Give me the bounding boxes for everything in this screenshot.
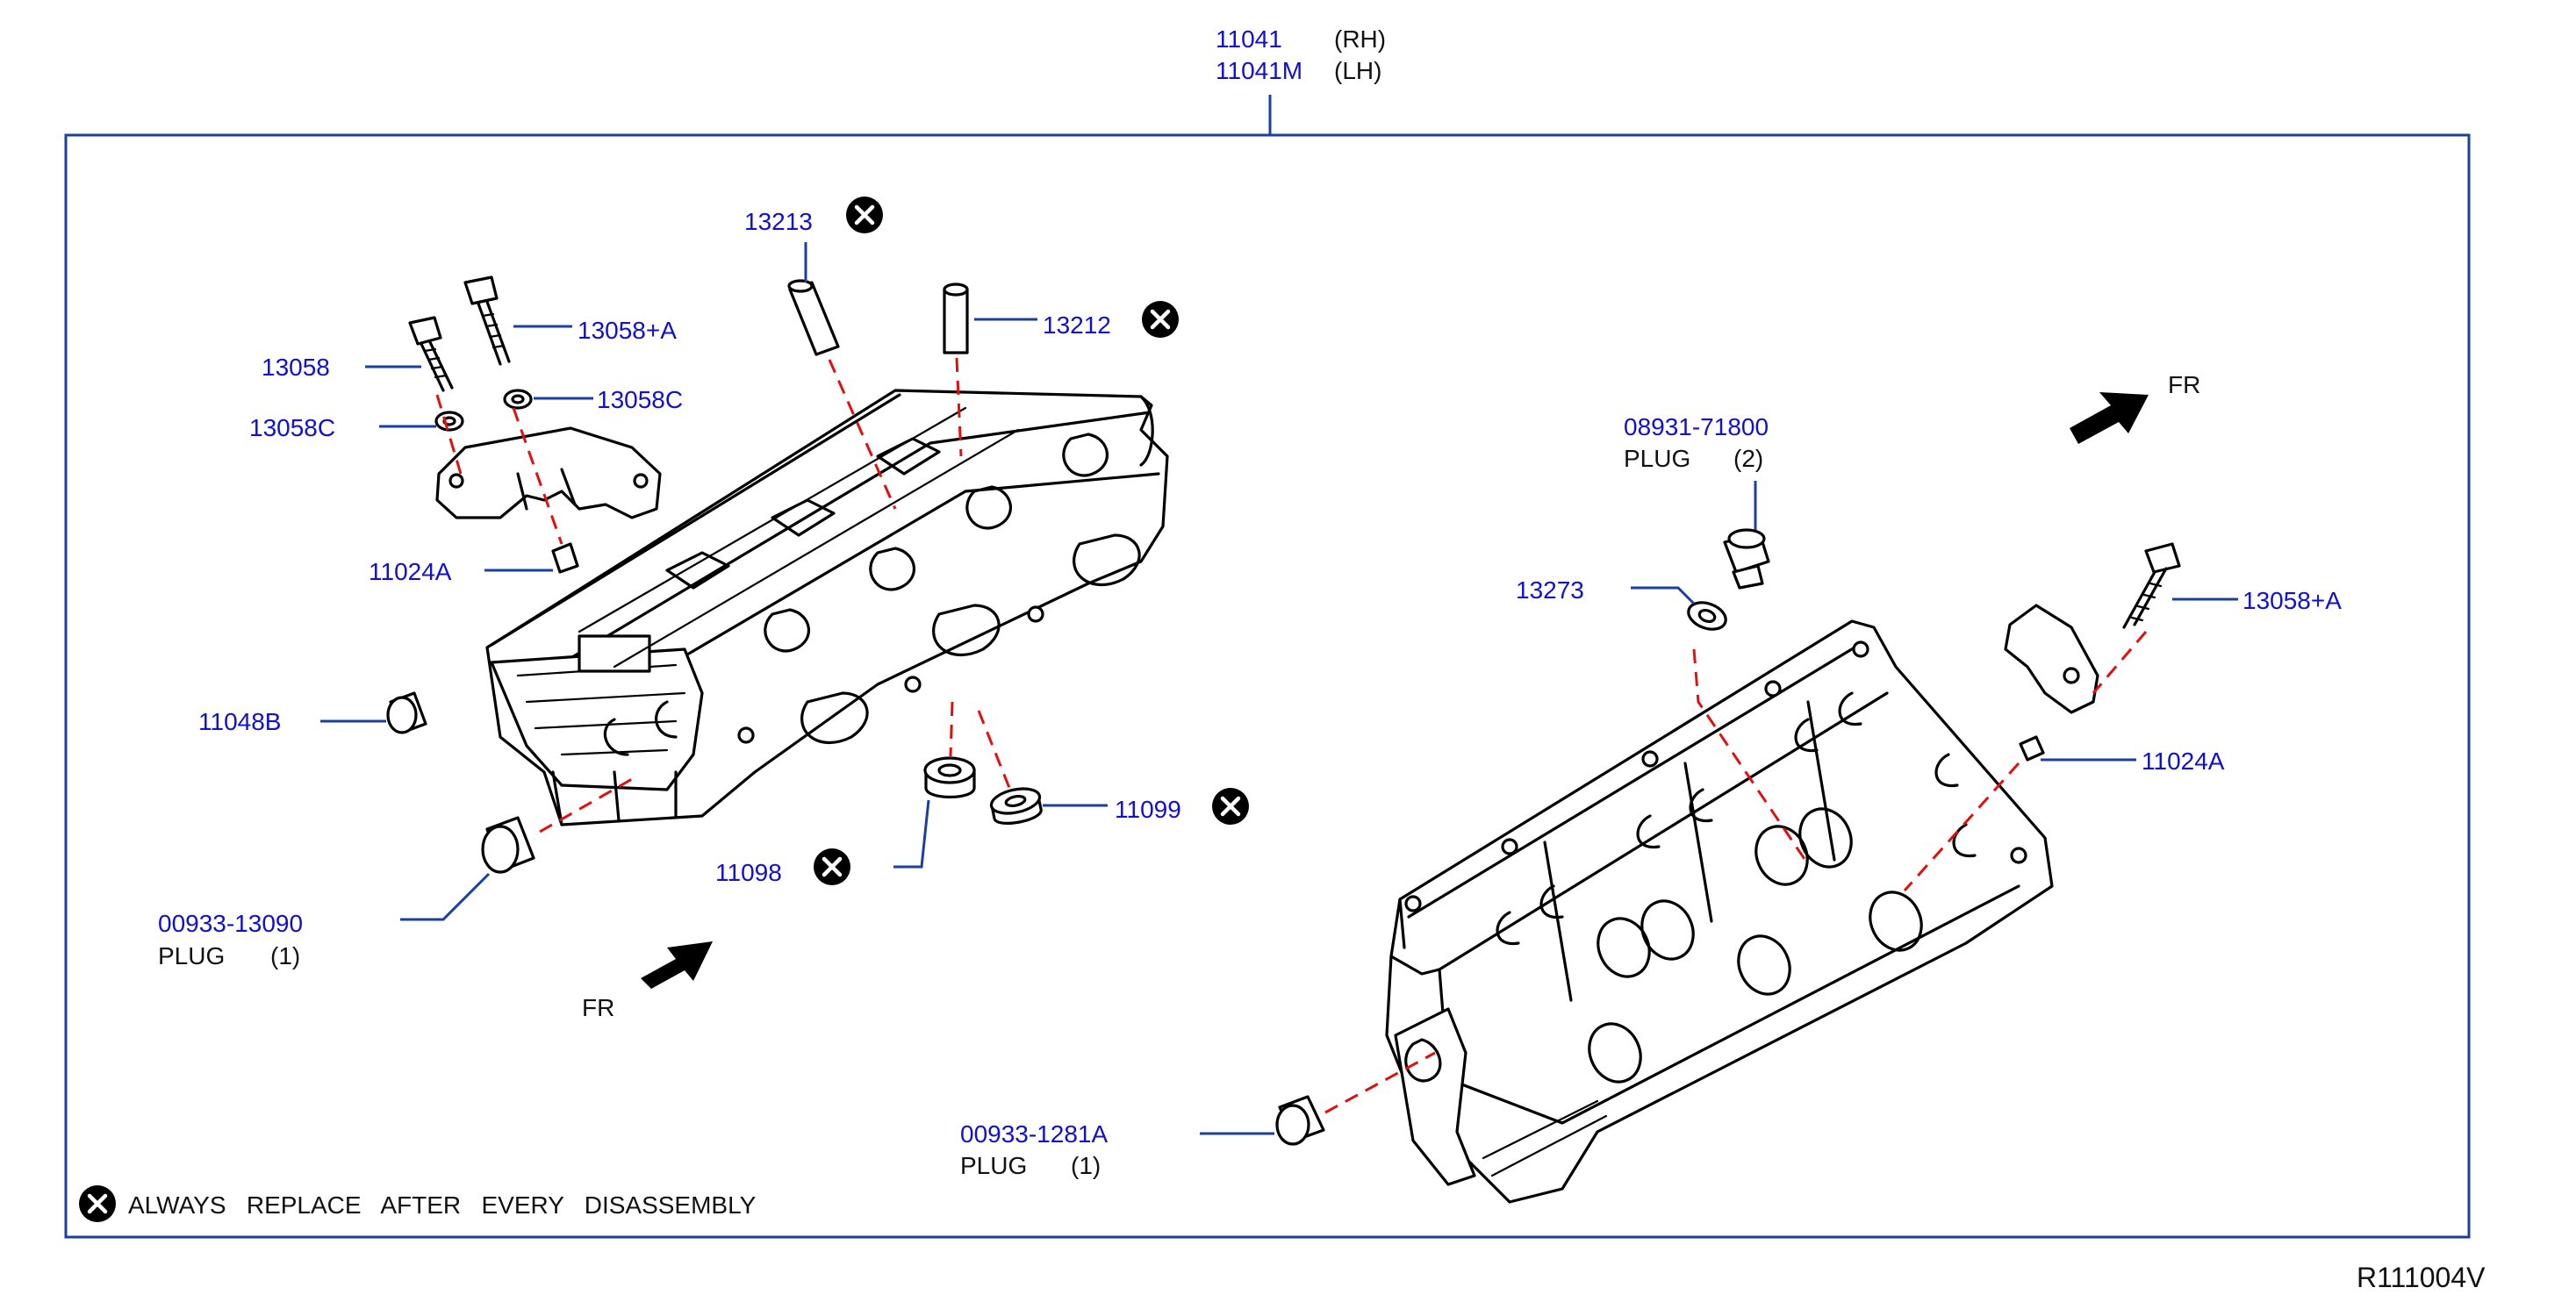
label-00933-1281a: 00933-1281A [960,1120,1108,1148]
label-plug-qty-3: (1) [1071,1152,1101,1179]
right-cylinder-head [1385,619,2054,1204]
plug-11048b [386,691,427,734]
replace-x-icon [846,197,883,233]
replace-x-icon [79,1185,116,1222]
label-13058-a-left: 13058+A [578,317,677,344]
diagram-code: R111004V [2357,1262,2486,1293]
left-bracket [435,426,662,519]
label-fr-left: FR [582,994,614,1021]
dash-line-9 [2092,631,2148,694]
label-plug-3: PLUG [960,1152,1027,1179]
dash-line-4 [955,357,963,457]
right-bracket [2004,604,2099,714]
label-plug-qty-2: (2) [1733,445,1763,472]
diagram-frame [64,133,2471,1239]
pin-13212 [943,288,969,354]
dash-line-5 [949,701,954,757]
legend-replace-note: ALWAYS REPLACE AFTER EVERY DISASSEMBLY [128,1191,757,1219]
replace-x-icon [1142,301,1179,338]
washer-13273 [1687,601,1727,631]
label-13213: 13213 [744,208,813,235]
bolt-13058 [408,316,454,392]
dowel-11024a-left [551,542,579,574]
dash-line-1 [435,394,463,475]
fr-arrow-icon [641,941,713,989]
bolt-13058-a-right [2122,542,2181,629]
label-00933-13090: 00933-13090 [158,910,303,937]
bolt-13058-a-left [463,275,511,366]
label-13212: 13212 [1043,311,1111,339]
label-13058c-right: 13058C [597,386,683,413]
label-08931-71800: 08931-71800 [1624,413,1769,440]
header-lh-side: (LH) [1334,57,1381,84]
label-13058: 13058 [262,354,330,381]
label-13058c-left: 13058C [249,414,335,441]
plug-00933-1281a [1275,1095,1325,1146]
label-fr-right: FR [2168,371,2200,398]
dash-line-6 [977,710,1011,789]
label-11024a-right: 11024A [2142,748,2225,775]
dash-line-10 [1903,762,2020,892]
label-13273: 13273 [1516,576,1584,604]
label-plug-qty-1: (1) [270,942,300,969]
label-11098: 11098 [715,859,782,886]
dash-line-11 [1324,1051,1436,1114]
seal-11098 [923,756,976,799]
pin-13213 [788,281,840,356]
dowel-11024a-right [2019,735,2045,762]
label-plug-2: PLUG [1624,445,1690,472]
dash-line-7 [539,777,633,833]
plug-00933-13090 [481,816,535,874]
label-13058-a-right: 13058+A [2242,587,2342,614]
header-rh-number: 11041 [1216,25,1282,53]
label-plug-1: PLUG [158,942,225,969]
dash-line-3 [828,359,897,510]
dash-line-8 [1692,648,1810,865]
seal-11099 [989,787,1043,825]
label-11048b: 11048B [198,708,281,735]
left-cylinder-head [485,389,1169,826]
plug-08931-71800 [1723,528,1770,590]
label-11024a-left: 11024A [369,558,452,585]
label-11099: 11099 [1115,796,1181,823]
header-rh-side: (RH) [1334,25,1386,53]
header-lh-number: 11041M [1216,57,1302,84]
dash-line-2 [512,407,563,545]
replace-x-icon [814,848,850,885]
fr-arrow-icon [2070,392,2149,444]
replace-x-icon [1212,788,1249,825]
